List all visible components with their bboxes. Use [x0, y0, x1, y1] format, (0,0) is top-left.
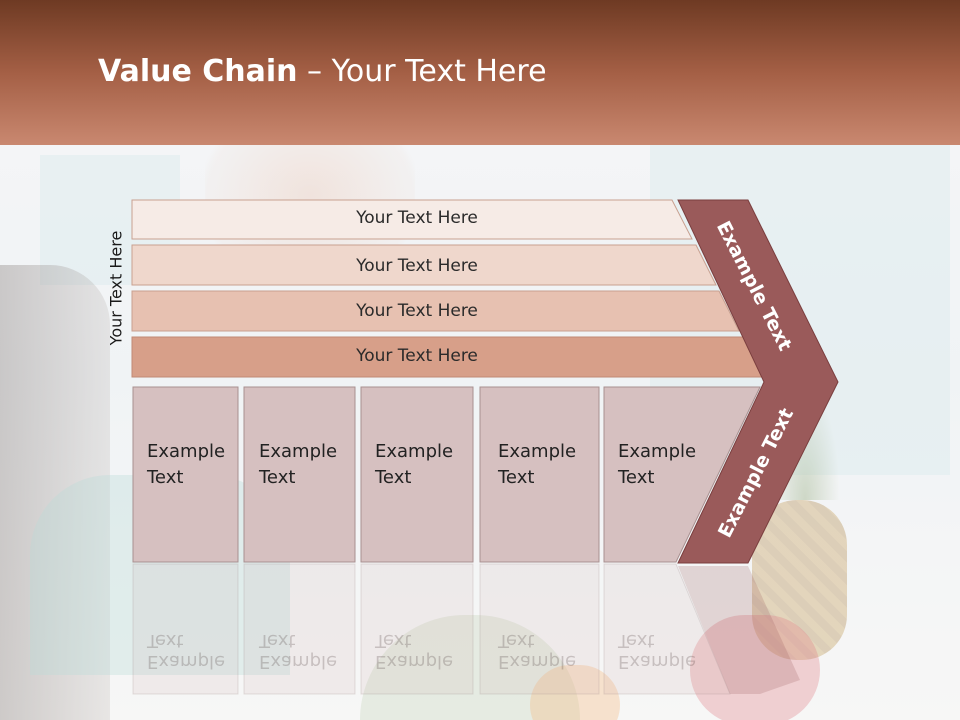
- vertical-axis-label: Your Text Here: [106, 230, 126, 346]
- column-reflection-4: [479, 563, 600, 695]
- column-text-1: Example Text: [133, 387, 238, 562]
- column-box-1[interactable]: [132, 386, 239, 563]
- column-reflection-5: [603, 563, 731, 695]
- reflection-text-3-line2: Text: [375, 630, 412, 651]
- chevron-reflection: [678, 566, 800, 694]
- column-text-4-line2: Text: [498, 467, 535, 488]
- row-label-2: Your Text Here: [356, 256, 478, 276]
- column-text-3: Example Text: [361, 387, 473, 562]
- column-text-4-line1: Example: [498, 441, 577, 462]
- slide-title-bold: Value Chain: [98, 54, 298, 89]
- column-text-2: Example Text: [245, 387, 355, 562]
- slide-title-rest: – Your Text Here: [297, 54, 547, 89]
- column-text-5-line2: Text: [618, 467, 655, 488]
- column-box-2[interactable]: [243, 386, 356, 563]
- column-text-5-line1: Example: [618, 441, 697, 462]
- slide-title: Value Chain – Your Text Here: [98, 54, 547, 89]
- column-text-2-line1: Example: [259, 441, 338, 462]
- reflection-text-5-line2: Text: [618, 630, 655, 651]
- row-label-3: Your Text Here: [356, 301, 478, 321]
- reflection-text-1-line2: Text: [147, 630, 184, 651]
- reflection-text-5-line1: Example: [618, 651, 697, 672]
- reflection-text-4-line2: Text: [498, 630, 535, 651]
- column-text-1-line2: Text: [147, 467, 184, 488]
- reflection-text-2-line2: Text: [259, 630, 296, 651]
- chevron-arrow[interactable]: [677, 199, 839, 564]
- column-reflection-1: [132, 563, 239, 695]
- reflection-text-4-line1: Example: [498, 651, 577, 672]
- background-hair: [0, 265, 110, 720]
- row-bar-2[interactable]: [131, 244, 717, 286]
- column-reflection-3: [360, 563, 474, 695]
- background-orange: [530, 665, 620, 720]
- background-tomato: [690, 615, 820, 720]
- column-box-4[interactable]: [479, 386, 600, 563]
- reflection-text-1-line1: Example: [147, 651, 226, 672]
- row-bar-1[interactable]: [131, 199, 693, 240]
- column-text-3-line2: Text: [375, 467, 412, 488]
- background-pineapple: [752, 500, 847, 660]
- row-bar-3[interactable]: [131, 290, 740, 332]
- column-box-3[interactable]: [360, 386, 474, 563]
- column-text-5: Example Text: [604, 387, 714, 562]
- column-text-3-line1: Example: [375, 441, 454, 462]
- column-reflection-2: [243, 563, 356, 695]
- row-label-1: Your Text Here: [356, 208, 478, 228]
- reflection-text-3-line1: Example: [375, 651, 454, 672]
- row-label-4: Your Text Here: [356, 346, 478, 366]
- reflection-text-2-line1: Example: [259, 651, 338, 672]
- column-box-5[interactable]: [603, 386, 761, 563]
- column-text-1-line1: Example: [147, 441, 226, 462]
- column-text-4: Example Text: [484, 387, 599, 562]
- title-bar: Value Chain – Your Text Here: [0, 0, 960, 145]
- column-text-2-line2: Text: [259, 467, 296, 488]
